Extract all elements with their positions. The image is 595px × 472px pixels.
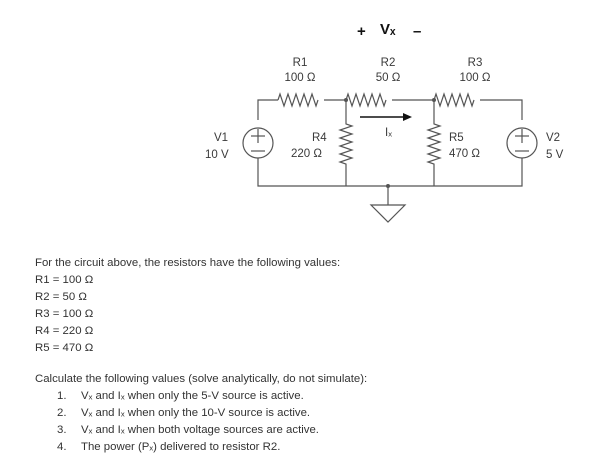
- question-item: 3.Vₓ and Iₓ when both voltage sources ar…: [57, 424, 319, 436]
- question-list: 1.Vₓ and Iₓ when only the 5-V source is …: [35, 388, 575, 456]
- ix-arrow: [360, 113, 412, 121]
- r2-name: R2: [381, 57, 396, 69]
- r5-value: 470 Ω: [449, 148, 480, 160]
- vx-plus: +: [357, 23, 366, 40]
- v2-value: 5 V: [546, 149, 564, 161]
- r3-name: R3: [468, 57, 483, 69]
- value-r1: R1 = 100 Ω: [35, 274, 94, 286]
- ix-label: Iₓ: [385, 127, 392, 139]
- r4-name: R4: [312, 132, 327, 144]
- r1-resistor: [277, 92, 319, 108]
- value-r4: R4 = 220 Ω: [35, 325, 94, 337]
- vx-minus: –: [413, 23, 421, 40]
- ground-symbol: [369, 186, 407, 223]
- v1-value: 10 V: [205, 149, 229, 161]
- bottom-wire: [257, 158, 523, 187]
- r5-resistor: [426, 100, 442, 186]
- v1-source: [242, 127, 274, 159]
- r2-value: 50 Ω: [376, 72, 401, 84]
- intro-text: For the circuit above, the resistors hav…: [35, 257, 341, 269]
- instruction-text: Calculate the following values (solve an…: [35, 373, 368, 385]
- v2-name: V2: [546, 132, 560, 144]
- problem-text: For the circuit above, the resistors hav…: [35, 255, 575, 456]
- value-r3: R3 = 100 Ω: [35, 308, 94, 320]
- question-item: 4.The power (Pₓ) delivered to resistor R…: [57, 441, 281, 453]
- r3-resistor: [433, 92, 475, 108]
- r2-resistor: [345, 92, 387, 108]
- r4-resistor: [338, 100, 354, 186]
- question-item: 2.Vₓ and Iₓ when only the 10-V source is…: [57, 407, 311, 419]
- value-r2: R2 = 50 Ω: [35, 291, 87, 303]
- wire-r3-v2: [480, 99, 523, 120]
- v1-name: V1: [214, 132, 228, 144]
- r3-value: 100 Ω: [460, 72, 491, 84]
- top-branch: [257, 92, 523, 120]
- wire-v1-top: [257, 99, 278, 120]
- circuit-diagram: + Vₓ – R1 100 Ω R2 50 Ω R3 100 Ω Iₓ R4 2…: [205, 21, 564, 223]
- question-item: 1.Vₓ and Iₓ when only the 5-V source is …: [57, 390, 304, 402]
- r4-value: 220 Ω: [291, 148, 322, 160]
- r1-name: R1: [293, 57, 308, 69]
- v2-source: [506, 127, 538, 159]
- r5-name: R5: [449, 132, 464, 144]
- value-r5: R5 = 470 Ω: [35, 342, 94, 354]
- r1-value: 100 Ω: [285, 72, 316, 84]
- vx-label: Vₓ: [380, 21, 396, 38]
